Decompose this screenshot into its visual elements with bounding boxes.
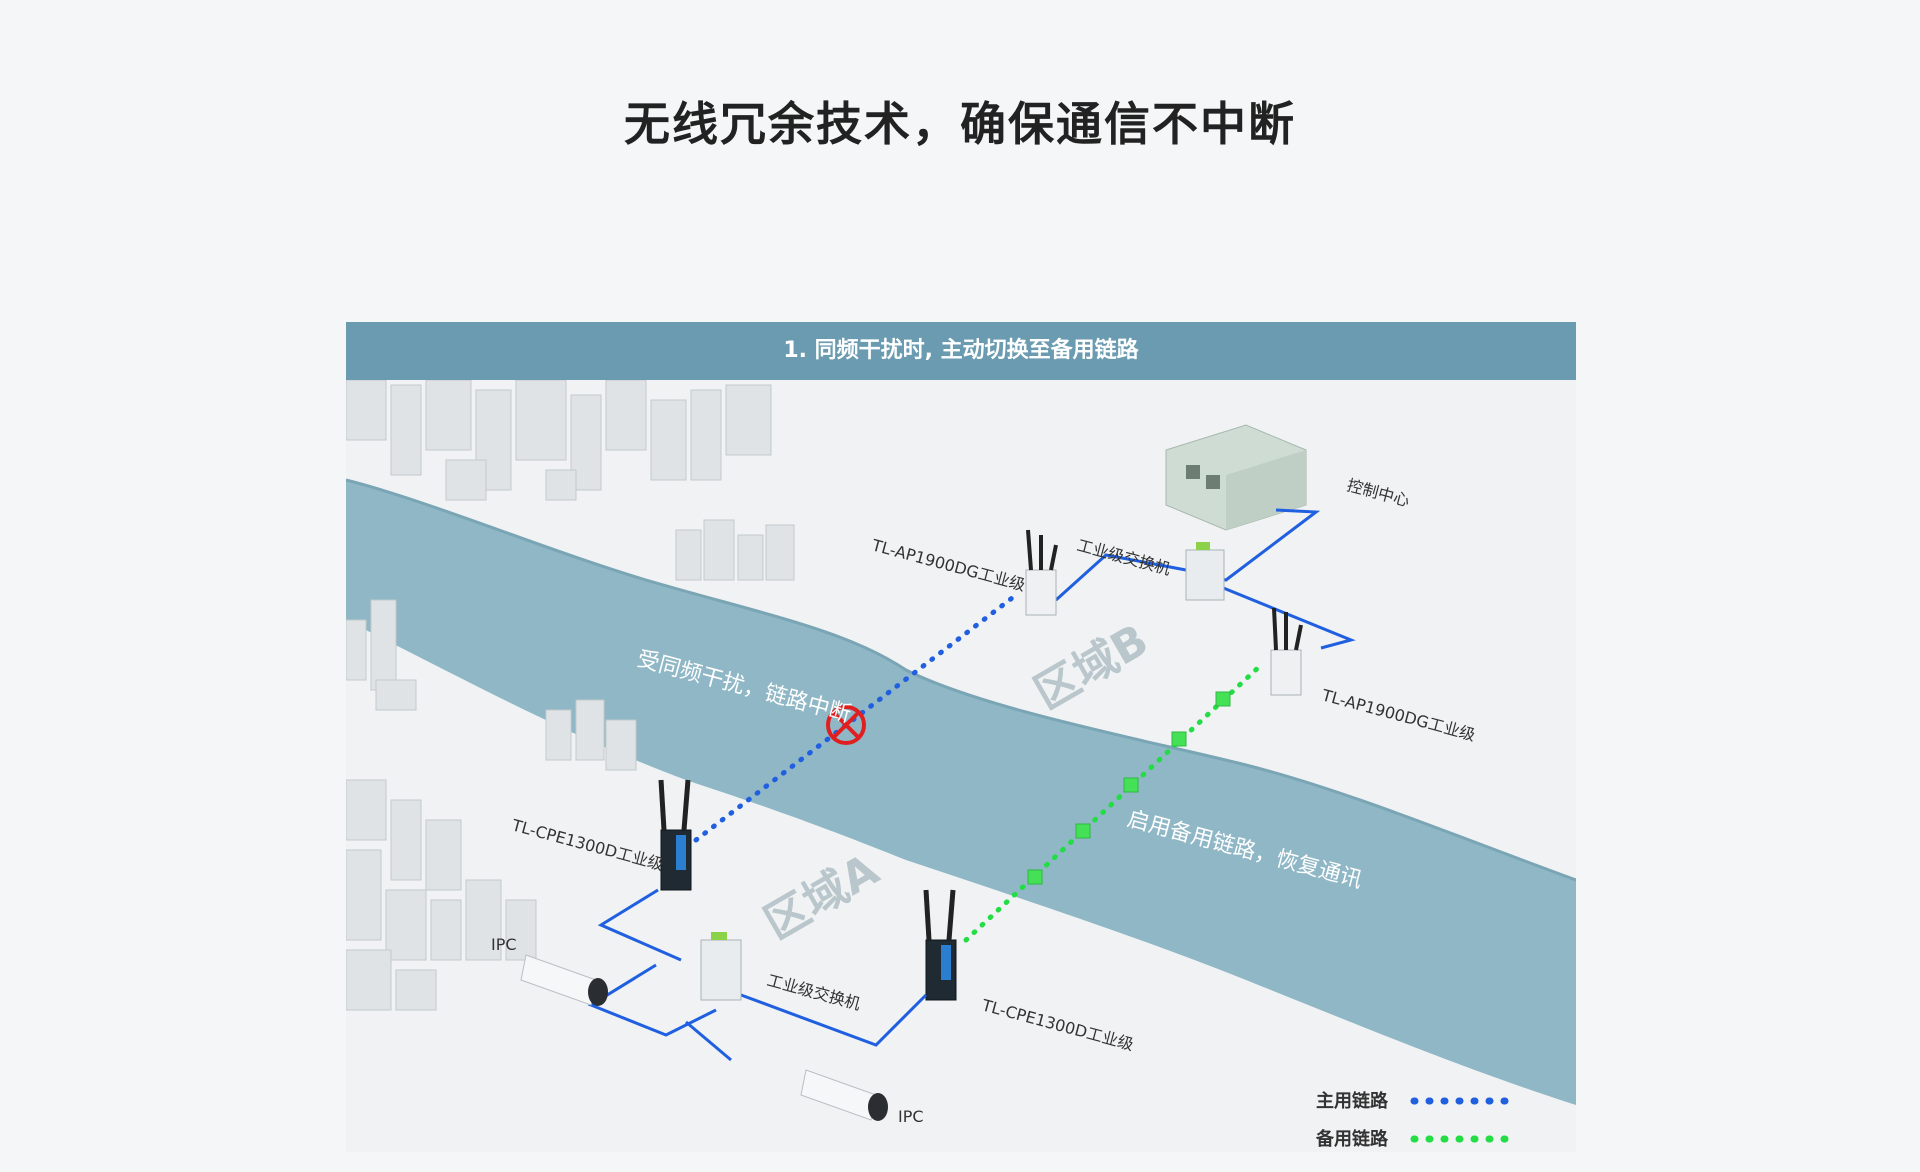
city-mid <box>675 519 795 581</box>
legend-backup-label: 备用链路 <box>1315 1128 1389 1150</box>
ap-right-device <box>1270 607 1303 696</box>
cpe-right-label: TL-CPE1300D工业级 <box>979 995 1136 1054</box>
wire-b-2 <box>1054 553 1187 602</box>
diagram-panel: 1. 同频干扰时, 主动切换至备用链路 <box>346 322 1576 1152</box>
ipc-1-label: IPC <box>491 935 517 954</box>
city-left-tower <box>346 599 417 711</box>
ap-right-label: TL-AP1900DG工业级 <box>1319 685 1477 744</box>
backup-markers <box>1027 691 1231 885</box>
panel-header: 1. 同频干扰时, 主动切换至备用链路 <box>346 322 1576 380</box>
legend-primary-label: 主用链路 <box>1316 1090 1389 1112</box>
switch-a-label: 工业级交换机 <box>765 971 863 1014</box>
backup-link <box>963 662 1264 943</box>
wiring-zone-a <box>587 888 928 1062</box>
switch-a-device <box>700 932 742 1001</box>
cpe-right-device <box>923 889 957 1001</box>
zone-b-label: 区域B <box>1026 615 1157 720</box>
page-title: 无线冗余技术，确保通信不中断 <box>624 97 1296 151</box>
primary-link <box>693 592 1019 843</box>
ap-left-device <box>1025 529 1058 616</box>
ipc-2-label: IPC <box>898 1107 924 1126</box>
control-center-building <box>1165 424 1307 531</box>
ap-left-label: TL-AP1900DG工业级 <box>869 535 1027 594</box>
river <box>346 480 1576 1105</box>
city-bottom-left <box>346 699 637 1011</box>
break-marker <box>826 705 866 745</box>
network-scene: 控制中心 工业级交换机 TL-AP1900DG工业级 TL-AP1900DG工业… <box>346 380 1576 1150</box>
switch-b-device <box>1185 542 1225 601</box>
zone-a-label: 区域A <box>756 844 887 949</box>
ipc-camera-2 <box>800 1069 888 1121</box>
legend: 主用链路 备用链路 <box>1315 1090 1518 1150</box>
cpe-left-label: TL-CPE1300D工业级 <box>509 815 666 874</box>
ipc-camera-1 <box>520 954 608 1006</box>
city-top-left <box>346 380 772 501</box>
control-center-label: 控制中心 <box>1345 476 1412 511</box>
wire-b-3 <box>1215 583 1356 650</box>
switch-b-label: 工业级交换机 <box>1075 536 1173 579</box>
cpe-left-device <box>658 779 692 891</box>
